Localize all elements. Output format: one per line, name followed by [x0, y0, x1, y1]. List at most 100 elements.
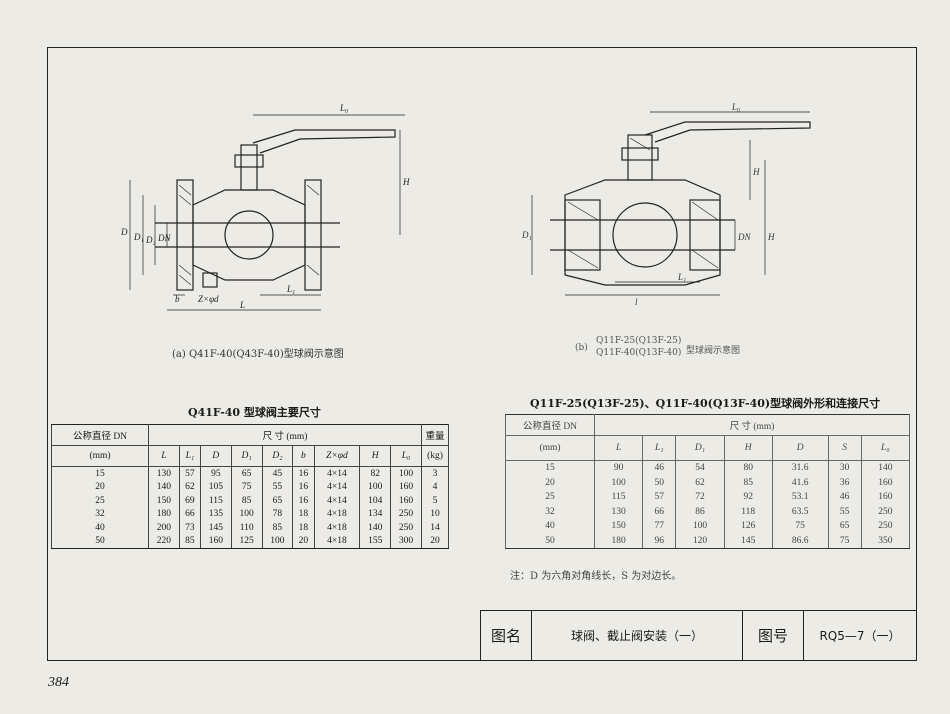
table2-col: S — [827, 435, 862, 461]
table-cell: 85 — [230, 494, 263, 508]
table-cell: 5 — [421, 494, 449, 508]
table-cell: 40 — [51, 521, 149, 535]
table1-col: b — [292, 445, 315, 467]
table-cell: 250 — [390, 521, 422, 535]
table-cell: 75 — [827, 533, 862, 549]
caption-b-prefix: (b) — [575, 343, 588, 353]
table-cell: 100 — [675, 519, 725, 534]
table-cell: 20 — [505, 475, 595, 490]
table-cell: 100 — [390, 466, 422, 481]
table-cell: 62 — [675, 475, 725, 490]
table-cell: 92 — [723, 490, 773, 505]
table-cell: 65 — [230, 466, 263, 481]
table-cell: 82 — [359, 466, 392, 481]
table-cell: 105 — [199, 480, 232, 494]
table1-col: D₂ — [261, 445, 294, 467]
table-cell: 4×18 — [313, 534, 361, 549]
table-cell: 50 — [642, 475, 677, 490]
table2-note: 注：D 为六角对角线长，S 为对边长。 — [510, 571, 682, 582]
table-cell: 86.6 — [771, 533, 829, 549]
table-cell: 95 — [199, 466, 232, 481]
label-b-DN: DN — [737, 232, 751, 242]
table-cell: 72 — [675, 490, 725, 505]
table-cell: 16 — [292, 466, 315, 481]
table-cell: 85 — [178, 534, 201, 549]
table-cell: 85 — [261, 521, 294, 535]
table-cell: 160 — [390, 480, 422, 494]
table-cell: 120 — [675, 533, 725, 549]
table-cell: 4 — [421, 480, 449, 494]
table-cell: 46 — [827, 490, 862, 505]
table-cell: 90 — [593, 460, 644, 476]
table-cell: 75 — [230, 480, 263, 494]
table-cell: 110 — [230, 521, 263, 535]
table-cell: 65 — [827, 519, 862, 534]
table-cell: 150 — [593, 519, 644, 534]
table-cell: 3 — [421, 466, 449, 481]
table2-col: H — [723, 435, 773, 461]
table-cell: 20 — [51, 480, 149, 494]
caption-a: (a) Q41F-40(Q43F-40)型球阀示意图 — [172, 349, 344, 360]
label-DN: DN — [157, 233, 171, 243]
table-cell: 46 — [642, 460, 677, 476]
table-cell: 31.6 — [771, 460, 829, 476]
label-b-L0: L₀ — [731, 102, 740, 112]
title-block-name: 球阀、截止阀安装（一） — [532, 611, 743, 660]
table-cell: 54 — [675, 460, 725, 476]
table1-col: L — [148, 445, 180, 467]
table-cell: 125 — [230, 534, 263, 549]
table-cell: 32 — [505, 504, 595, 519]
table-cell: 86 — [675, 504, 725, 519]
table-cell: 50 — [505, 533, 595, 549]
table-cell: 100 — [261, 534, 294, 549]
title-block: 图名 球阀、截止阀安装（一） 图号 RQ5—7（一） — [480, 610, 917, 661]
table-cell: 160 — [199, 534, 232, 549]
label-D1: D₁ — [133, 232, 144, 242]
caption-b-line1: Q11F-25(Q13F-25) — [596, 336, 682, 346]
table-cell: 18 — [292, 521, 315, 535]
table2-h-mm: (mm) — [505, 435, 595, 461]
table-cell: 66 — [642, 504, 677, 519]
table1-col: L₁ — [178, 445, 201, 467]
table-cell: 300 — [390, 534, 422, 549]
table-cell: 45 — [261, 466, 294, 481]
table-cell: 4×14 — [313, 480, 361, 494]
label-b-H: H — [752, 167, 760, 177]
table-cell: 160 — [860, 490, 911, 505]
table2-h-dn: 公称直径 DN — [505, 414, 595, 436]
title-block-number-label: 图号 — [743, 611, 804, 660]
table-cell: 96 — [642, 533, 677, 549]
table-cell: 104 — [359, 494, 392, 508]
label-L0: L₀ — [339, 103, 348, 113]
table2: 公称直径 DN 尺 寸 (mm) (mm) L L₁ D₁ H D S L₀ 1… — [505, 414, 911, 549]
table-cell: 32 — [51, 507, 149, 521]
table-cell: 100 — [593, 475, 644, 490]
caption-b-suffix: 型球阀示意图 — [686, 346, 741, 356]
table2-col: L₀ — [860, 435, 911, 461]
label-b-L1: L₁ — [677, 272, 686, 282]
table1: 公称直径 DN 尺 寸 (mm) 重量 (mm) L L₁ D D₁ D₂ b … — [51, 424, 449, 549]
table-cell: 78 — [261, 507, 294, 521]
drawing-b: D₁ L₀ H DN H L₁ l — [521, 102, 811, 307]
table-cell: 66 — [178, 507, 201, 521]
table1-col: H — [359, 445, 392, 467]
table-cell: 115 — [199, 494, 232, 508]
table1-h-mm: (mm) — [51, 445, 149, 467]
table-cell: 140 — [860, 460, 911, 476]
table-cell: 135 — [199, 507, 232, 521]
table2-col: D — [771, 435, 829, 461]
table-cell: 20 — [292, 534, 315, 549]
table-cell: 4×18 — [313, 521, 361, 535]
table-cell: 36 — [827, 475, 862, 490]
table-cell: 53.1 — [771, 490, 829, 505]
table-cell: 160 — [860, 475, 911, 490]
table-cell: 55 — [261, 480, 294, 494]
table2-h-size: 尺 寸 (mm) — [594, 414, 910, 436]
table-cell: 65 — [261, 494, 294, 508]
table1-h-kg: (kg) — [421, 445, 449, 467]
